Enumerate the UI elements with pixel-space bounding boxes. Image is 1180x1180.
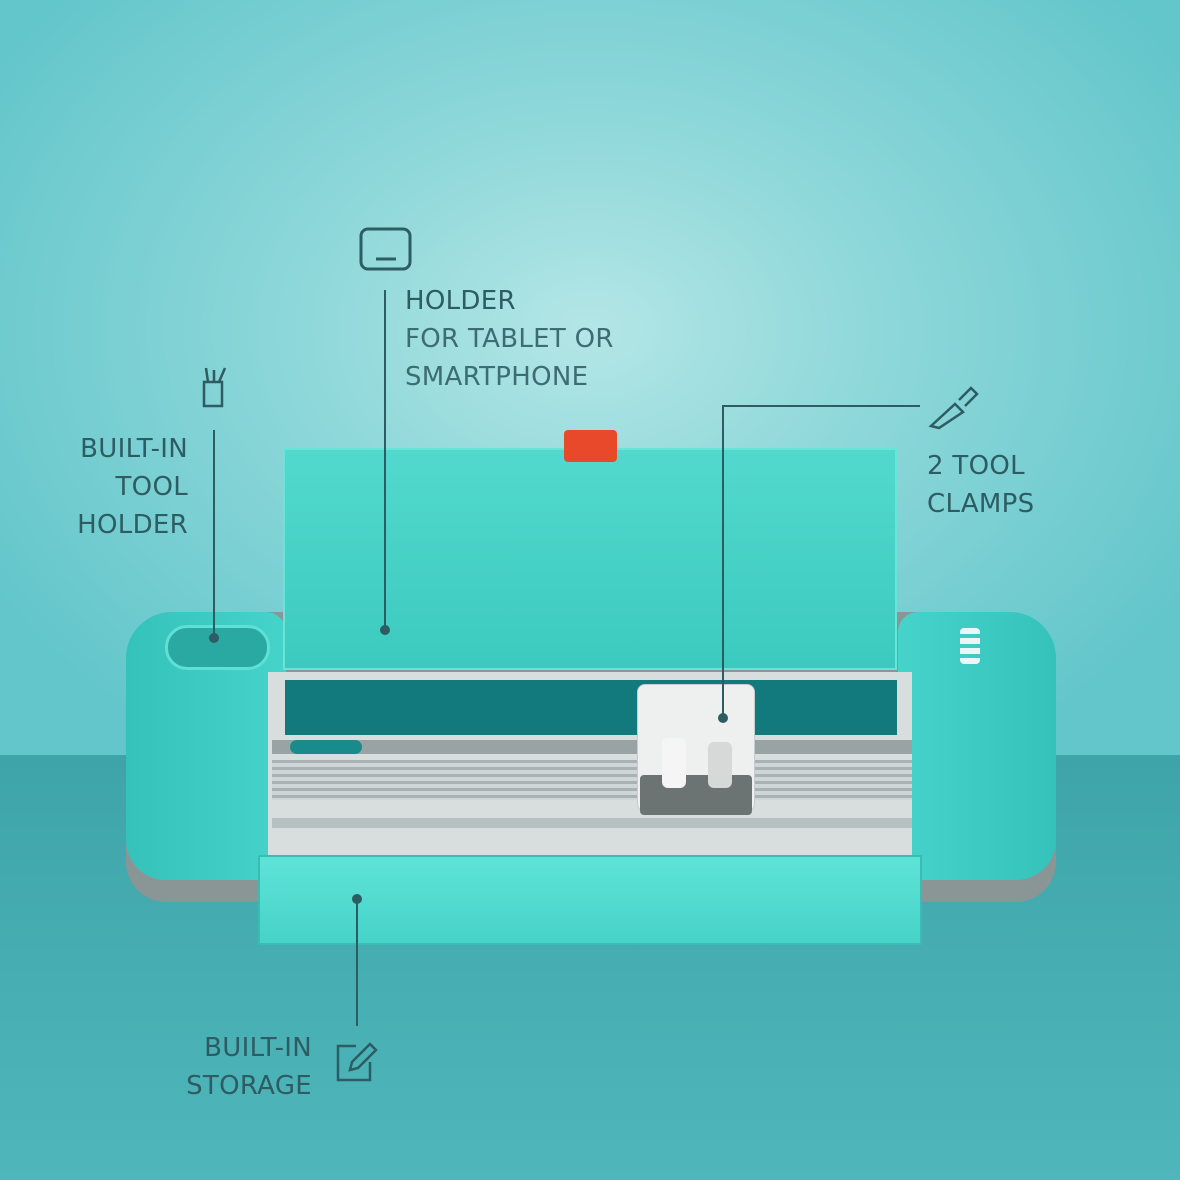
label-line: BUILT-IN	[80, 434, 188, 464]
tablet-icon	[359, 227, 412, 271]
tool-cup	[165, 625, 270, 670]
storage-door	[258, 855, 922, 945]
pen-cup-icon	[202, 367, 227, 408]
label-line: TOOL	[115, 472, 188, 502]
tool-clamps-label: 2 TOOL CLAMPS	[927, 447, 1034, 523]
label-line: BUILT-IN	[204, 1033, 312, 1063]
label-line: HOLDER	[405, 286, 516, 316]
tablet-holder-label: HOLDER FOR TABLET OR SMARTPHONE	[405, 282, 614, 396]
label-line: FOR TABLET OR	[405, 324, 614, 354]
label-line: STORAGE	[186, 1071, 312, 1101]
storage-label: BUILT-IN STORAGE	[150, 1029, 312, 1105]
label-line: SMARTPHONE	[405, 362, 589, 392]
blade-icon	[928, 386, 979, 430]
edit-box-icon	[336, 1042, 378, 1082]
label-line: HOLDER	[77, 510, 188, 540]
label-line: CLAMPS	[927, 489, 1035, 519]
lid-latch	[564, 430, 617, 462]
tablet-holder-lid	[283, 448, 897, 670]
tool-holder-label: BUILT-IN TOOL HOLDER	[40, 430, 188, 544]
control-buttons	[960, 628, 980, 664]
label-line: 2 TOOL	[927, 451, 1025, 481]
